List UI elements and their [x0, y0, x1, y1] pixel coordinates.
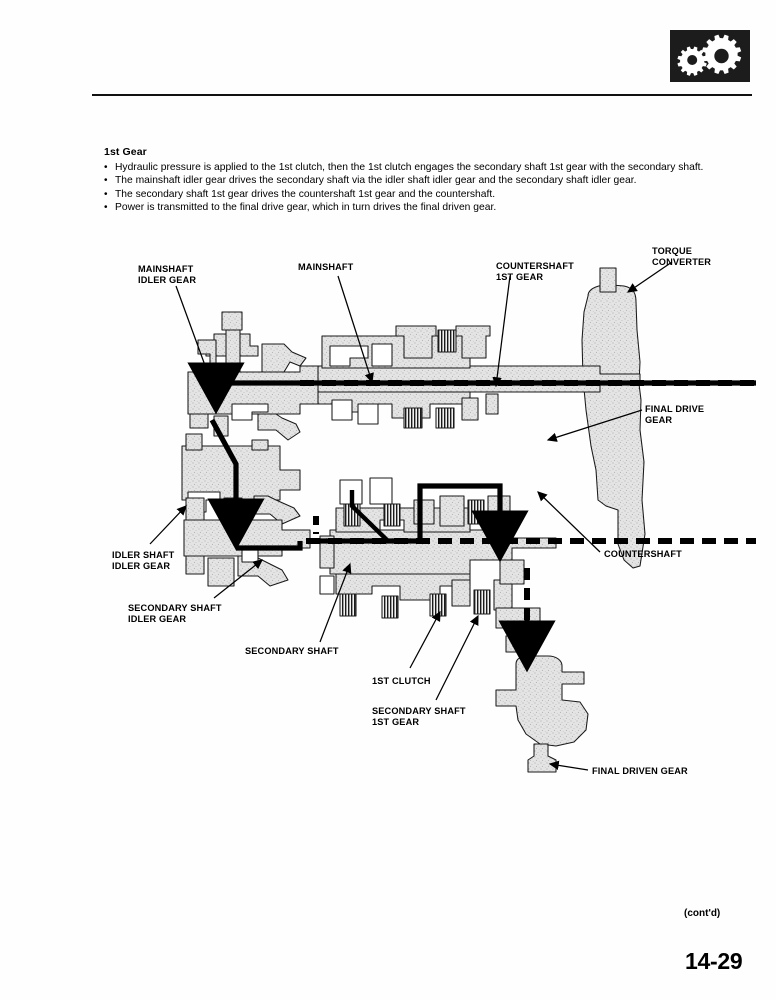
- bullet-item: • Power is transmitted to the final driv…: [104, 201, 752, 214]
- callout-mainshaft: MAINSHAFT: [298, 262, 354, 272]
- bullet-text: The secondary shaft 1st gear drives the …: [115, 188, 496, 200]
- bullet-marker: •: [104, 175, 108, 187]
- bullet-text: The mainshaft idler gear drives the seco…: [115, 175, 637, 187]
- callout-mainshaft-idler-gear: MAINSHAFT IDLER GEAR: [138, 264, 197, 285]
- section-title: 1st Gear: [104, 146, 147, 158]
- bullet-text: Power is transmitted to the final drive …: [115, 202, 497, 214]
- bullet-marker: •: [104, 202, 108, 214]
- callout-countershaft-1st-gear: COUNTERSHAFT 1ST GEAR: [496, 261, 574, 282]
- callout-final-driven-gear: FINAL DRIVEN GEAR: [592, 766, 688, 776]
- bullet-marker: •: [104, 188, 108, 200]
- callout-secondary-shaft-idler-gear: SECONDARY SHAFT IDLER GEAR: [128, 603, 222, 624]
- bullet-item: • The mainshaft idler gear drives the se…: [104, 174, 752, 187]
- bullet-marker: •: [104, 162, 108, 173]
- gears-icon: [670, 30, 750, 82]
- callout-final-drive-gear: FINAL DRIVE GEAR: [645, 404, 705, 425]
- bullet-item: • The secondary shaft 1st gear drives th…: [104, 188, 752, 201]
- page-number: 14-29: [685, 948, 743, 974]
- callout-1st-clutch: 1ST CLUTCH: [372, 676, 431, 686]
- intro-section: 1st Gear • Hydraulic pressure is applied…: [104, 146, 752, 215]
- bullet-text: Hydraulic pressure is applied to the 1st…: [115, 162, 704, 173]
- callout-countershaft: COUNTERSHAFT: [604, 549, 682, 559]
- callout-secondary-shaft-1st-gear: SECONDARY SHAFT 1ST GEAR: [372, 706, 466, 727]
- callout-torque-converter: TORQUE CONVERTER: [652, 246, 712, 267]
- header-divider-rule: [92, 94, 752, 96]
- continued-note: (cont'd): [684, 908, 721, 919]
- callout-idler-shaft-idler-gear: IDLER SHAFT IDLER GEAR: [112, 550, 175, 571]
- bullet-item: • Hydraulic pressure is applied to the 1…: [104, 161, 752, 174]
- callout-secondary-shaft: SECONDARY SHAFT: [245, 646, 339, 656]
